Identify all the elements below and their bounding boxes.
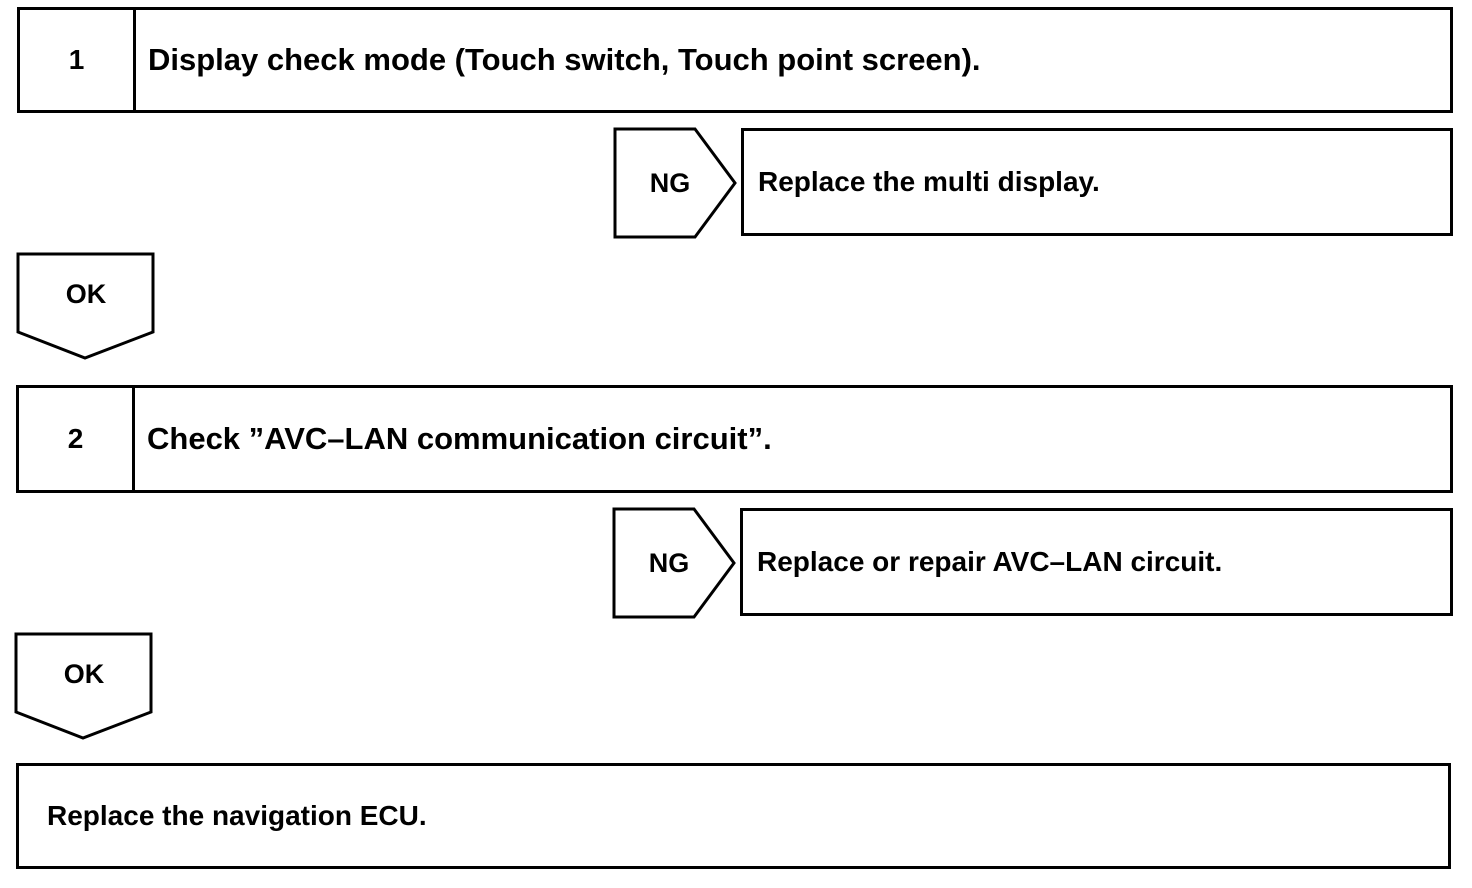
ok-arrow-2 (14, 632, 153, 740)
step-1-box: 1 Display check mode (Touch switch, Touc… (17, 7, 1453, 113)
step-1-number: 1 (20, 10, 136, 110)
ok-arrow-1 (16, 252, 155, 360)
ok-label-1: OK (65, 278, 107, 309)
step-2-box: 2 Check ”AVC–LAN communication circuit”. (16, 385, 1453, 493)
step-2-number: 2 (19, 388, 135, 490)
final-box: Replace the navigation ECU. (16, 763, 1451, 869)
final-text: Replace the navigation ECU. (47, 800, 427, 831)
step-2-text: Check ”AVC–LAN communication circuit”. (147, 421, 772, 456)
ng-result-1-text: Replace the multi display. (758, 166, 1100, 197)
ng-result-2-text: Replace or repair AVC–LAN circuit. (757, 546, 1223, 577)
ng-result-2-box: Replace or repair AVC–LAN circuit. (740, 508, 1453, 616)
ok-label-2: OK (63, 658, 105, 689)
ng-result-1-box: Replace the multi display. (741, 128, 1453, 236)
ng-label-2: NG (648, 547, 690, 578)
ng-arrow-1 (613, 127, 737, 239)
ng-label-1: NG (649, 167, 691, 198)
ng-arrow-2 (612, 507, 736, 619)
step-1-text: Display check mode (Touch switch, Touch … (148, 42, 981, 77)
